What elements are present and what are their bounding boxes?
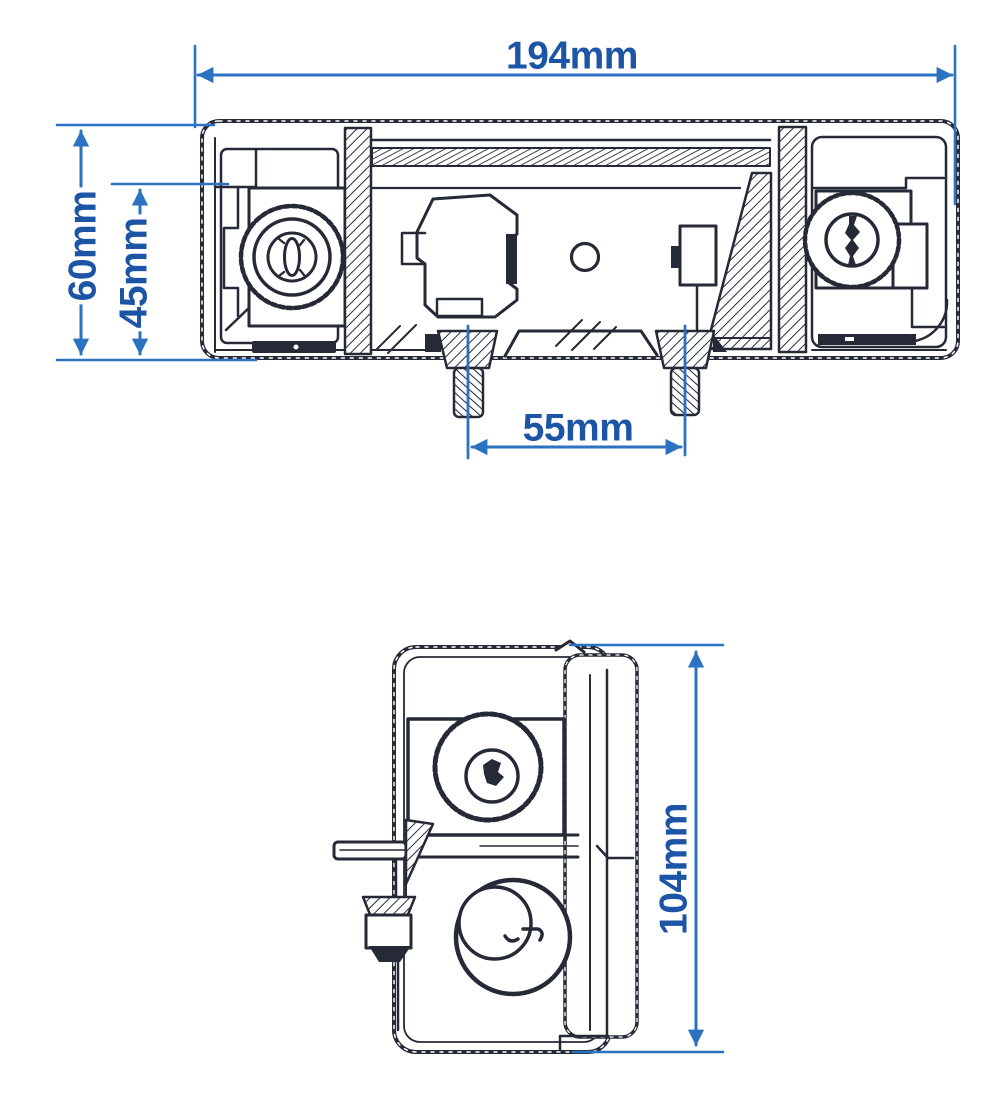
- dimension-label-stud-spacing: 55mm: [522, 406, 634, 450]
- striker-bracket: [361, 895, 417, 962]
- dimension-label-inner-height: 45mm: [113, 214, 156, 332]
- recessed-tray: [503, 329, 659, 358]
- spring-block: [671, 224, 718, 333]
- dimension-label-overall-width: 194mm: [506, 34, 638, 78]
- lock-cylinder-left: [238, 186, 347, 328]
- keyhole-left: [283, 237, 301, 277]
- dimension-label-side-height: 104mm: [652, 803, 696, 935]
- mounting-plate: [554, 639, 639, 1039]
- latch-tongue: [332, 840, 408, 861]
- cam-lock-body: [453, 877, 573, 997]
- cross-section-slope: [704, 171, 773, 351]
- lock-cylinder-right: [802, 189, 929, 290]
- knurled-band: [371, 147, 771, 167]
- dimension-label-overall-height: 60mm: [62, 187, 105, 305]
- side-view-drawing: [332, 639, 639, 1054]
- dimension-55mm-lines: [466, 324, 687, 460]
- front-view-drawing: [200, 119, 960, 419]
- cross-section-wall-left: [343, 126, 373, 356]
- center-hole: [569, 241, 601, 273]
- keyhole-right: [845, 216, 860, 265]
- dimension-104mm-lines: [568, 643, 725, 1054]
- cross-section-wall-right: [777, 125, 808, 354]
- lock-cylinder-side: [406, 711, 566, 837]
- dimension-194mm-lines: [193, 44, 957, 206]
- latch-mechanism: [400, 193, 519, 319]
